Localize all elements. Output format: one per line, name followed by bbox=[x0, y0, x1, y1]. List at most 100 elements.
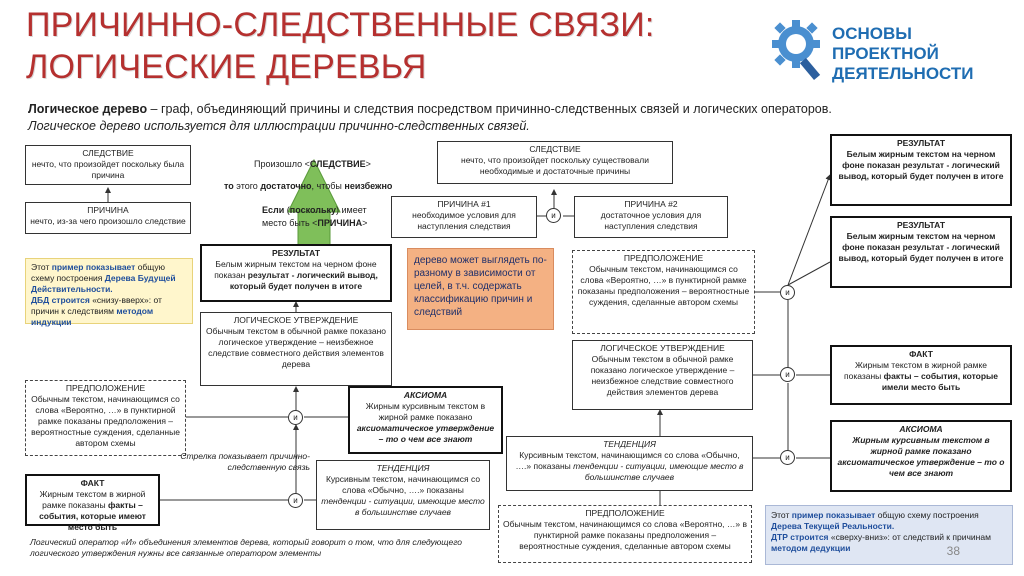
left-fact-text-c: – события, которые имеют место быть bbox=[39, 500, 146, 532]
right-fact-text-c: – события, которые имели место быть bbox=[881, 371, 998, 392]
right-assumption2-box: ПРЕДПОЛОЖЕНИЕ Обычным текстом, начинающи… bbox=[498, 505, 752, 563]
left-tendency-text-a: Курсивным текстом, начинающимся со слова… bbox=[325, 474, 481, 495]
arrow-text-2e: неизбежно bbox=[344, 181, 393, 191]
right-logic-title: ЛОГИЧЕСКОЕ УТВЕРЖДЕНИЕ bbox=[600, 343, 725, 353]
logo-line-2: ПРОЕКТНОЙ bbox=[832, 44, 939, 63]
intro-term: Логическое дерево bbox=[28, 102, 148, 116]
left-assumption-title: ПРЕДПОЛОЖЕНИЕ bbox=[65, 383, 146, 393]
left-result-text-b: результат - логический вывод, который бу… bbox=[229, 270, 378, 291]
arrow-text-line4: место быть <ПРИЧИНА> bbox=[262, 218, 422, 229]
dtr-note-g: методом дедукции bbox=[771, 543, 851, 553]
legend-cause-title: ПРИЧИНА bbox=[87, 205, 129, 215]
left-axiom-title: АКСИОМА bbox=[403, 390, 448, 400]
arrow-text-3a: Если bbox=[262, 205, 285, 215]
right-assumption-text: Обычным текстом, начинающимся со слова «… bbox=[577, 264, 750, 307]
right-axiom-text-a: Жирным курсивным текстом в жирной рамке … bbox=[852, 435, 990, 456]
arrow-text-line2: то этого достаточно, чтобы неизбежно bbox=[224, 181, 424, 192]
arrow-text-1b: СЛЕДСТВИЕ bbox=[309, 159, 366, 169]
right-and-operator-middle: и bbox=[780, 367, 795, 382]
and-operator: и bbox=[546, 208, 561, 223]
arrow-text-2d: , чтобы bbox=[311, 181, 345, 191]
right-logic-box: ЛОГИЧЕСКОЕ УТВЕРЖДЕНИЕ Обычным текстом в… bbox=[572, 340, 753, 410]
intro-usage: Логическое дерево используется для иллюс… bbox=[28, 119, 530, 133]
right-result-box-top: РЕЗУЛЬТАТ Белым жирным текстом на черном… bbox=[830, 134, 1012, 206]
right-result-box: РЕЗУЛЬТАТ Белым жирным текстом на черном… bbox=[830, 216, 1012, 288]
right-tendency-title: ТЕНДЕНЦИЯ bbox=[603, 439, 656, 449]
left-axiom-box: АКСИОМА Жирным курсивным текстом в жирно… bbox=[348, 386, 503, 454]
right-axiom-box: АКСИОМА Жирным курсивным текстом в жирно… bbox=[830, 420, 1012, 492]
title-line-2: ЛОГИЧЕСКИЕ ДЕРЕВЬЯ bbox=[26, 48, 427, 86]
arrow-text-1a: Произошло < bbox=[254, 159, 310, 169]
legend-consequence-box: СЛЕДСТВИЕ нечто, что произойдет поскольк… bbox=[25, 145, 191, 185]
center-cause1-title: ПРИЧИНА #1 bbox=[437, 199, 491, 209]
left-logic-title: ЛОГИЧЕСКОЕ УТВЕРЖДЕНИЕ bbox=[233, 315, 359, 325]
dbd-note-b: пример показывает bbox=[51, 262, 136, 272]
title-line-1: ПРИЧИННО-СЛЕДСТВЕННЫЕ СВЯЗИ: bbox=[26, 6, 655, 44]
arrow-explanation: Стрелка показывает причинно-следственную… bbox=[180, 451, 310, 472]
dtr-note-e: ДТР строится bbox=[771, 532, 829, 542]
dbd-note-f: «снизу-вверх»: от причин к следствиям bbox=[31, 295, 162, 316]
right-result-text: Белым жирным текстом на черном фоне пока… bbox=[838, 231, 1004, 263]
and-operator-footnote: Логический оператор «И» объединения элем… bbox=[30, 537, 463, 558]
intro-definition: Логическое дерево – граф, объединяющий п… bbox=[28, 101, 928, 117]
right-assumption2-title: ПРЕДПОЛОЖЕНИЕ bbox=[585, 508, 665, 518]
arrow-text-4c: > bbox=[362, 218, 368, 228]
left-logic-text: Обычным текстом в обычной рамке показано… bbox=[205, 326, 386, 369]
right-axiom-title: АКСИОМА bbox=[899, 424, 943, 434]
right-fact-box: ФАКТ Жирным текстом в жирной рамке показ… bbox=[830, 345, 1012, 405]
arrow-text-3b: ( bbox=[284, 205, 290, 215]
arrow-text-4a: место быть < bbox=[262, 218, 318, 228]
arrow-text-line1: Произошло <СЛЕДСТВИЕ> bbox=[254, 159, 414, 170]
legend-cause-box: ПРИЧИНА нечто, из-за чего произошло след… bbox=[25, 202, 191, 234]
left-and-operator-lower: и bbox=[288, 493, 303, 508]
arrow-text-2a: то bbox=[224, 181, 234, 191]
dbd-note-d: Дерева Будущей Действительности. bbox=[31, 273, 176, 294]
left-and-operator-upper: и bbox=[288, 410, 303, 425]
dtr-note-b: пример показывает bbox=[791, 510, 876, 520]
arrow-text-3d: ) имеет bbox=[336, 205, 367, 215]
right-and-operator-upper: и bbox=[780, 285, 795, 300]
center-consequence-title: СЛЕДСТВИЕ bbox=[529, 144, 581, 154]
legend-consequence-title: СЛЕДСТВИЕ bbox=[82, 148, 134, 158]
arrow-text-line3: Если (поскольку) имеет bbox=[262, 205, 422, 216]
right-fact-text-a: Жирным текстом в жирной рамке показаны bbox=[843, 360, 988, 381]
gear-magnifier-icon bbox=[770, 18, 821, 84]
legend-cause-text: нечто, из-за чего произошло следствие bbox=[30, 216, 186, 226]
dbd-note-a: Этот bbox=[31, 262, 52, 272]
center-cause2-title: ПРИЧИНА #2 bbox=[624, 199, 678, 209]
dbd-note-c: общую схему построения bbox=[31, 262, 166, 283]
right-tendency-text-b: тенденции - ситуации, имеющие место в бо… bbox=[573, 461, 744, 482]
left-fact-text-b: факты bbox=[107, 500, 136, 510]
right-result-text-top: Белым жирным текстом на черном фоне пока… bbox=[838, 149, 1004, 181]
left-fact-title: ФАКТ bbox=[80, 478, 105, 488]
left-axiom-text-a: Жирным курсивным текстом в жирной рамке … bbox=[365, 401, 486, 422]
left-result-title: РЕЗУЛЬТАТ bbox=[271, 248, 321, 258]
center-consequence-box: СЛЕДСТВИЕ нечто, что произойдет поскольк… bbox=[437, 141, 673, 184]
dtr-note-d: Дерева Текущей Реальности. bbox=[771, 521, 895, 531]
right-axiom-text-b: аксиоматическое утверждение – то о чем в… bbox=[837, 457, 1005, 478]
center-cause2-box: ПРИЧИНА #2 достаточное условия для насту… bbox=[574, 196, 728, 238]
right-tendency-text-a: Курсивным текстом, начинающимся со слова… bbox=[515, 450, 740, 471]
left-tendency-text-b: тенденции - ситуации, имеющие место в бо… bbox=[321, 496, 485, 517]
right-fact-text-b: факты bbox=[883, 371, 912, 381]
center-cause1-text: необходимое условия для наступления след… bbox=[412, 210, 516, 231]
right-assumption-title: ПРЕДПОЛОЖЕНИЕ bbox=[623, 253, 704, 263]
page-title: ПРИЧИННО-СЛЕДСТВЕННЫЕ СВЯЗИ: ЛОГИЧЕСКИЕ … bbox=[26, 4, 726, 88]
center-cause2-text: достаточное условия для наступления след… bbox=[600, 210, 702, 231]
left-fact-box: ФАКТ Жирным текстом в жирной рамке показ… bbox=[25, 474, 160, 532]
dbd-note-g: методом индукции bbox=[31, 306, 154, 327]
left-tendency-title: ТЕНДЕНЦИЯ bbox=[376, 463, 430, 473]
center-cause1-box: ПРИЧИНА #1 необходимое условия для насту… bbox=[391, 196, 537, 238]
logo-text: ОСНОВЫ ПРОЕКТНОЙ ДЕЯТЕЛЬНОСТИ bbox=[832, 24, 1022, 84]
left-axiom-text-b: аксиоматическое утверждение – то о чем в… bbox=[356, 423, 495, 444]
left-logic-box: ЛОГИЧЕСКОЕ УТВЕРЖДЕНИЕ Обычным текстом в… bbox=[200, 312, 392, 386]
right-fact-title: ФАКТ bbox=[909, 349, 933, 359]
right-result-title-top: РЕЗУЛЬТАТ bbox=[896, 138, 946, 148]
right-tendency-box: ТЕНДЕНЦИЯ Курсивным текстом, начинающимс… bbox=[506, 436, 753, 491]
arrow-text-4b: ПРИЧИНА bbox=[317, 218, 363, 228]
dbd-note-e: ДБД строится bbox=[31, 295, 90, 305]
dtr-example-note: Этот пример показывает общую схему постр… bbox=[765, 505, 1013, 565]
arrow-text-3c: поскольку bbox=[289, 205, 337, 215]
arrow-text-2c: достаточно bbox=[260, 181, 312, 191]
